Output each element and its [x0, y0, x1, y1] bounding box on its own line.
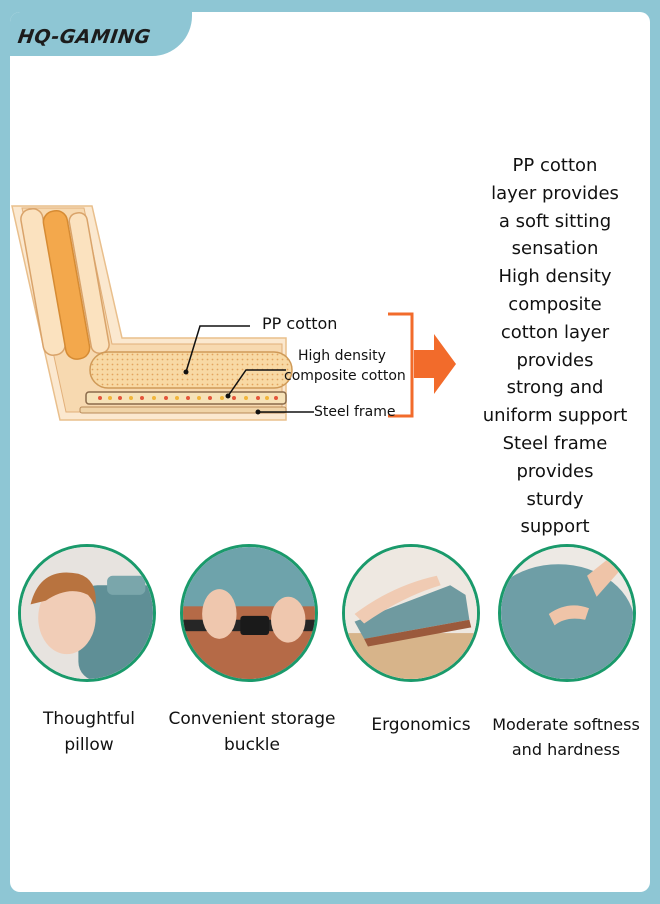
label-pp-cotton: PP cotton [262, 314, 338, 333]
feature-image-buckle [180, 544, 318, 682]
desc-line: composite [508, 293, 602, 315]
bracket [388, 312, 414, 418]
feature-image-softness [498, 544, 636, 682]
desc-line: High density [498, 266, 612, 288]
brand-logo: HQ-GAMING [16, 26, 153, 48]
desc-line: cotton layer [500, 321, 610, 343]
brand-tab: HQ-GAMING [10, 12, 192, 56]
desc-line: a soft sitting [498, 210, 612, 232]
feature-caption-pillow: Thoughtful pillow [42, 709, 136, 755]
label-composite-cotton: composite cotton [284, 368, 406, 384]
desc-line: uniform support [482, 405, 628, 427]
feature-caption-buckle: Convenient storage buckle [168, 709, 336, 755]
chair-cross-section [11, 205, 456, 421]
desc-line: PP cotton [512, 155, 598, 176]
feature-image-pillow [18, 544, 156, 682]
desc-line: provides [516, 460, 594, 482]
right-arrow-icon [414, 334, 456, 394]
desc-line: Steel frame [502, 432, 608, 454]
label-steel-frame: Steel frame [314, 404, 396, 420]
feature-image-ergonomics [342, 544, 480, 682]
desc-line: sturdy [526, 488, 584, 510]
feature-caption-ergonomics: Ergonomics [371, 715, 471, 735]
back-cushion [42, 210, 91, 360]
layer-description: PP cotton layer provides a soft sitting … [462, 152, 648, 541]
layer-diagram: PP cotton High density composite cotton … [10, 202, 480, 442]
desc-line: sensation [511, 238, 599, 260]
feature-caption-softness: Moderate softness and hardness [492, 715, 640, 759]
desc-line: support [520, 516, 590, 538]
desc-line: strong and [506, 377, 604, 399]
product-panel: HQ-GAMING [10, 12, 650, 892]
label-high-density: High density [298, 348, 386, 364]
pp-cotton-layer [89, 351, 293, 389]
desc-line: provides [516, 349, 594, 371]
desc-line: layer provides [491, 182, 619, 204]
